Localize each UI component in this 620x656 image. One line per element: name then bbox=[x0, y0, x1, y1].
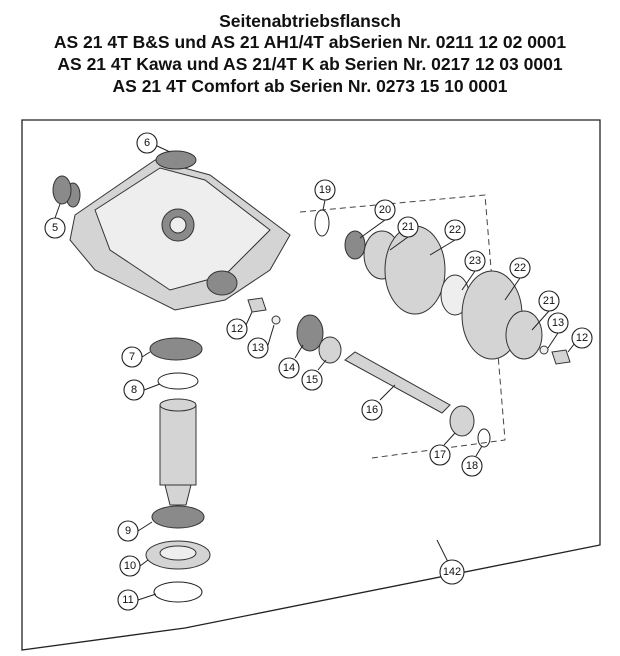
callout-11: 11 bbox=[117, 589, 139, 611]
subtitle-line-3: AS 21 4T Comfort ab Serien Nr. 0273 15 1… bbox=[112, 76, 508, 96]
circlip-18 bbox=[477, 428, 491, 448]
bearing-20 bbox=[344, 230, 366, 260]
svg-text:13: 13 bbox=[552, 317, 564, 329]
callout-20: 20 bbox=[374, 199, 396, 221]
seal-ring-6 bbox=[155, 150, 197, 170]
callout-142: 142 bbox=[439, 559, 465, 585]
svg-text:16: 16 bbox=[366, 404, 378, 416]
callout-22: 22 bbox=[444, 219, 466, 241]
svg-text:20: 20 bbox=[379, 204, 391, 216]
svg-text:11: 11 bbox=[122, 594, 133, 606]
callout-12b: 12 bbox=[571, 327, 593, 349]
svg-text:18: 18 bbox=[466, 460, 478, 472]
seal-7 bbox=[149, 337, 203, 361]
flange-21b bbox=[505, 310, 543, 360]
diagram-title: Seitenabtriebsflansch bbox=[219, 11, 401, 31]
svg-text:14: 14 bbox=[283, 362, 295, 374]
callout-18: 18 bbox=[461, 455, 483, 477]
callout-16: 16 bbox=[361, 399, 383, 421]
circlip-19 bbox=[314, 209, 330, 237]
subtitle-line-1: AS 21 4T B&S und AS 21 AH1/4T abSerien N… bbox=[53, 32, 567, 52]
callout-5: 5 bbox=[44, 217, 66, 239]
svg-text:23: 23 bbox=[469, 255, 481, 267]
svg-text:142: 142 bbox=[443, 566, 461, 578]
svg-text:21: 21 bbox=[543, 295, 555, 307]
callout-8: 8 bbox=[123, 379, 145, 401]
svg-text:10: 10 bbox=[124, 560, 136, 572]
svg-text:7: 7 bbox=[129, 351, 135, 363]
subtitle-line-2: AS 21 4T Kawa und AS 21/4T K ab Serien N… bbox=[57, 54, 563, 74]
gear-housing bbox=[65, 159, 291, 311]
callout-7: 7 bbox=[121, 346, 143, 368]
callout-17: 17 bbox=[429, 444, 451, 466]
seal-9 bbox=[151, 505, 205, 529]
svg-text:12: 12 bbox=[576, 332, 588, 344]
shaft-16 bbox=[344, 351, 451, 414]
svg-text:19: 19 bbox=[319, 184, 331, 196]
bearing-15 bbox=[318, 336, 342, 364]
disc-22 bbox=[384, 225, 446, 315]
svg-text:8: 8 bbox=[131, 384, 137, 396]
circlip-8 bbox=[157, 372, 199, 390]
svg-text:13: 13 bbox=[252, 342, 264, 354]
callout-21: 21 bbox=[397, 216, 419, 238]
bearing-17 bbox=[449, 405, 475, 437]
callout-13: 13 bbox=[247, 337, 269, 359]
svg-text:12: 12 bbox=[231, 323, 243, 335]
circlip-11 bbox=[153, 581, 203, 603]
svg-text:22: 22 bbox=[514, 262, 526, 274]
washer-13 bbox=[271, 315, 281, 325]
callout-15: 15 bbox=[301, 369, 323, 391]
svg-text:9: 9 bbox=[125, 525, 131, 537]
svg-text:21: 21 bbox=[402, 221, 414, 233]
bolt-12b bbox=[551, 349, 571, 365]
leader-lines bbox=[54, 144, 576, 601]
callout-14: 14 bbox=[278, 357, 300, 379]
svg-text:5: 5 bbox=[52, 222, 58, 234]
callout-13b: 13 bbox=[547, 312, 569, 334]
assembly-frame bbox=[21, 119, 601, 651]
washer-13b bbox=[539, 345, 549, 355]
callout-6: 6 bbox=[136, 132, 158, 154]
callout-22b: 22 bbox=[509, 257, 531, 279]
bearing-10-bore bbox=[159, 545, 197, 561]
callout-9: 9 bbox=[117, 520, 139, 542]
seal-ring-5 bbox=[52, 175, 72, 205]
svg-text:15: 15 bbox=[306, 374, 318, 386]
svg-text:6: 6 bbox=[144, 137, 150, 149]
bolt-12 bbox=[247, 297, 267, 313]
callout-12: 12 bbox=[226, 318, 248, 340]
callout-10: 10 bbox=[119, 555, 141, 577]
callout-19: 19 bbox=[314, 179, 336, 201]
svg-text:22: 22 bbox=[449, 224, 461, 236]
callout-23: 23 bbox=[464, 250, 486, 272]
gear-14 bbox=[296, 314, 324, 352]
callout-21b: 21 bbox=[538, 290, 560, 312]
pinion-shaft bbox=[159, 398, 197, 506]
svg-text:17: 17 bbox=[434, 449, 446, 461]
